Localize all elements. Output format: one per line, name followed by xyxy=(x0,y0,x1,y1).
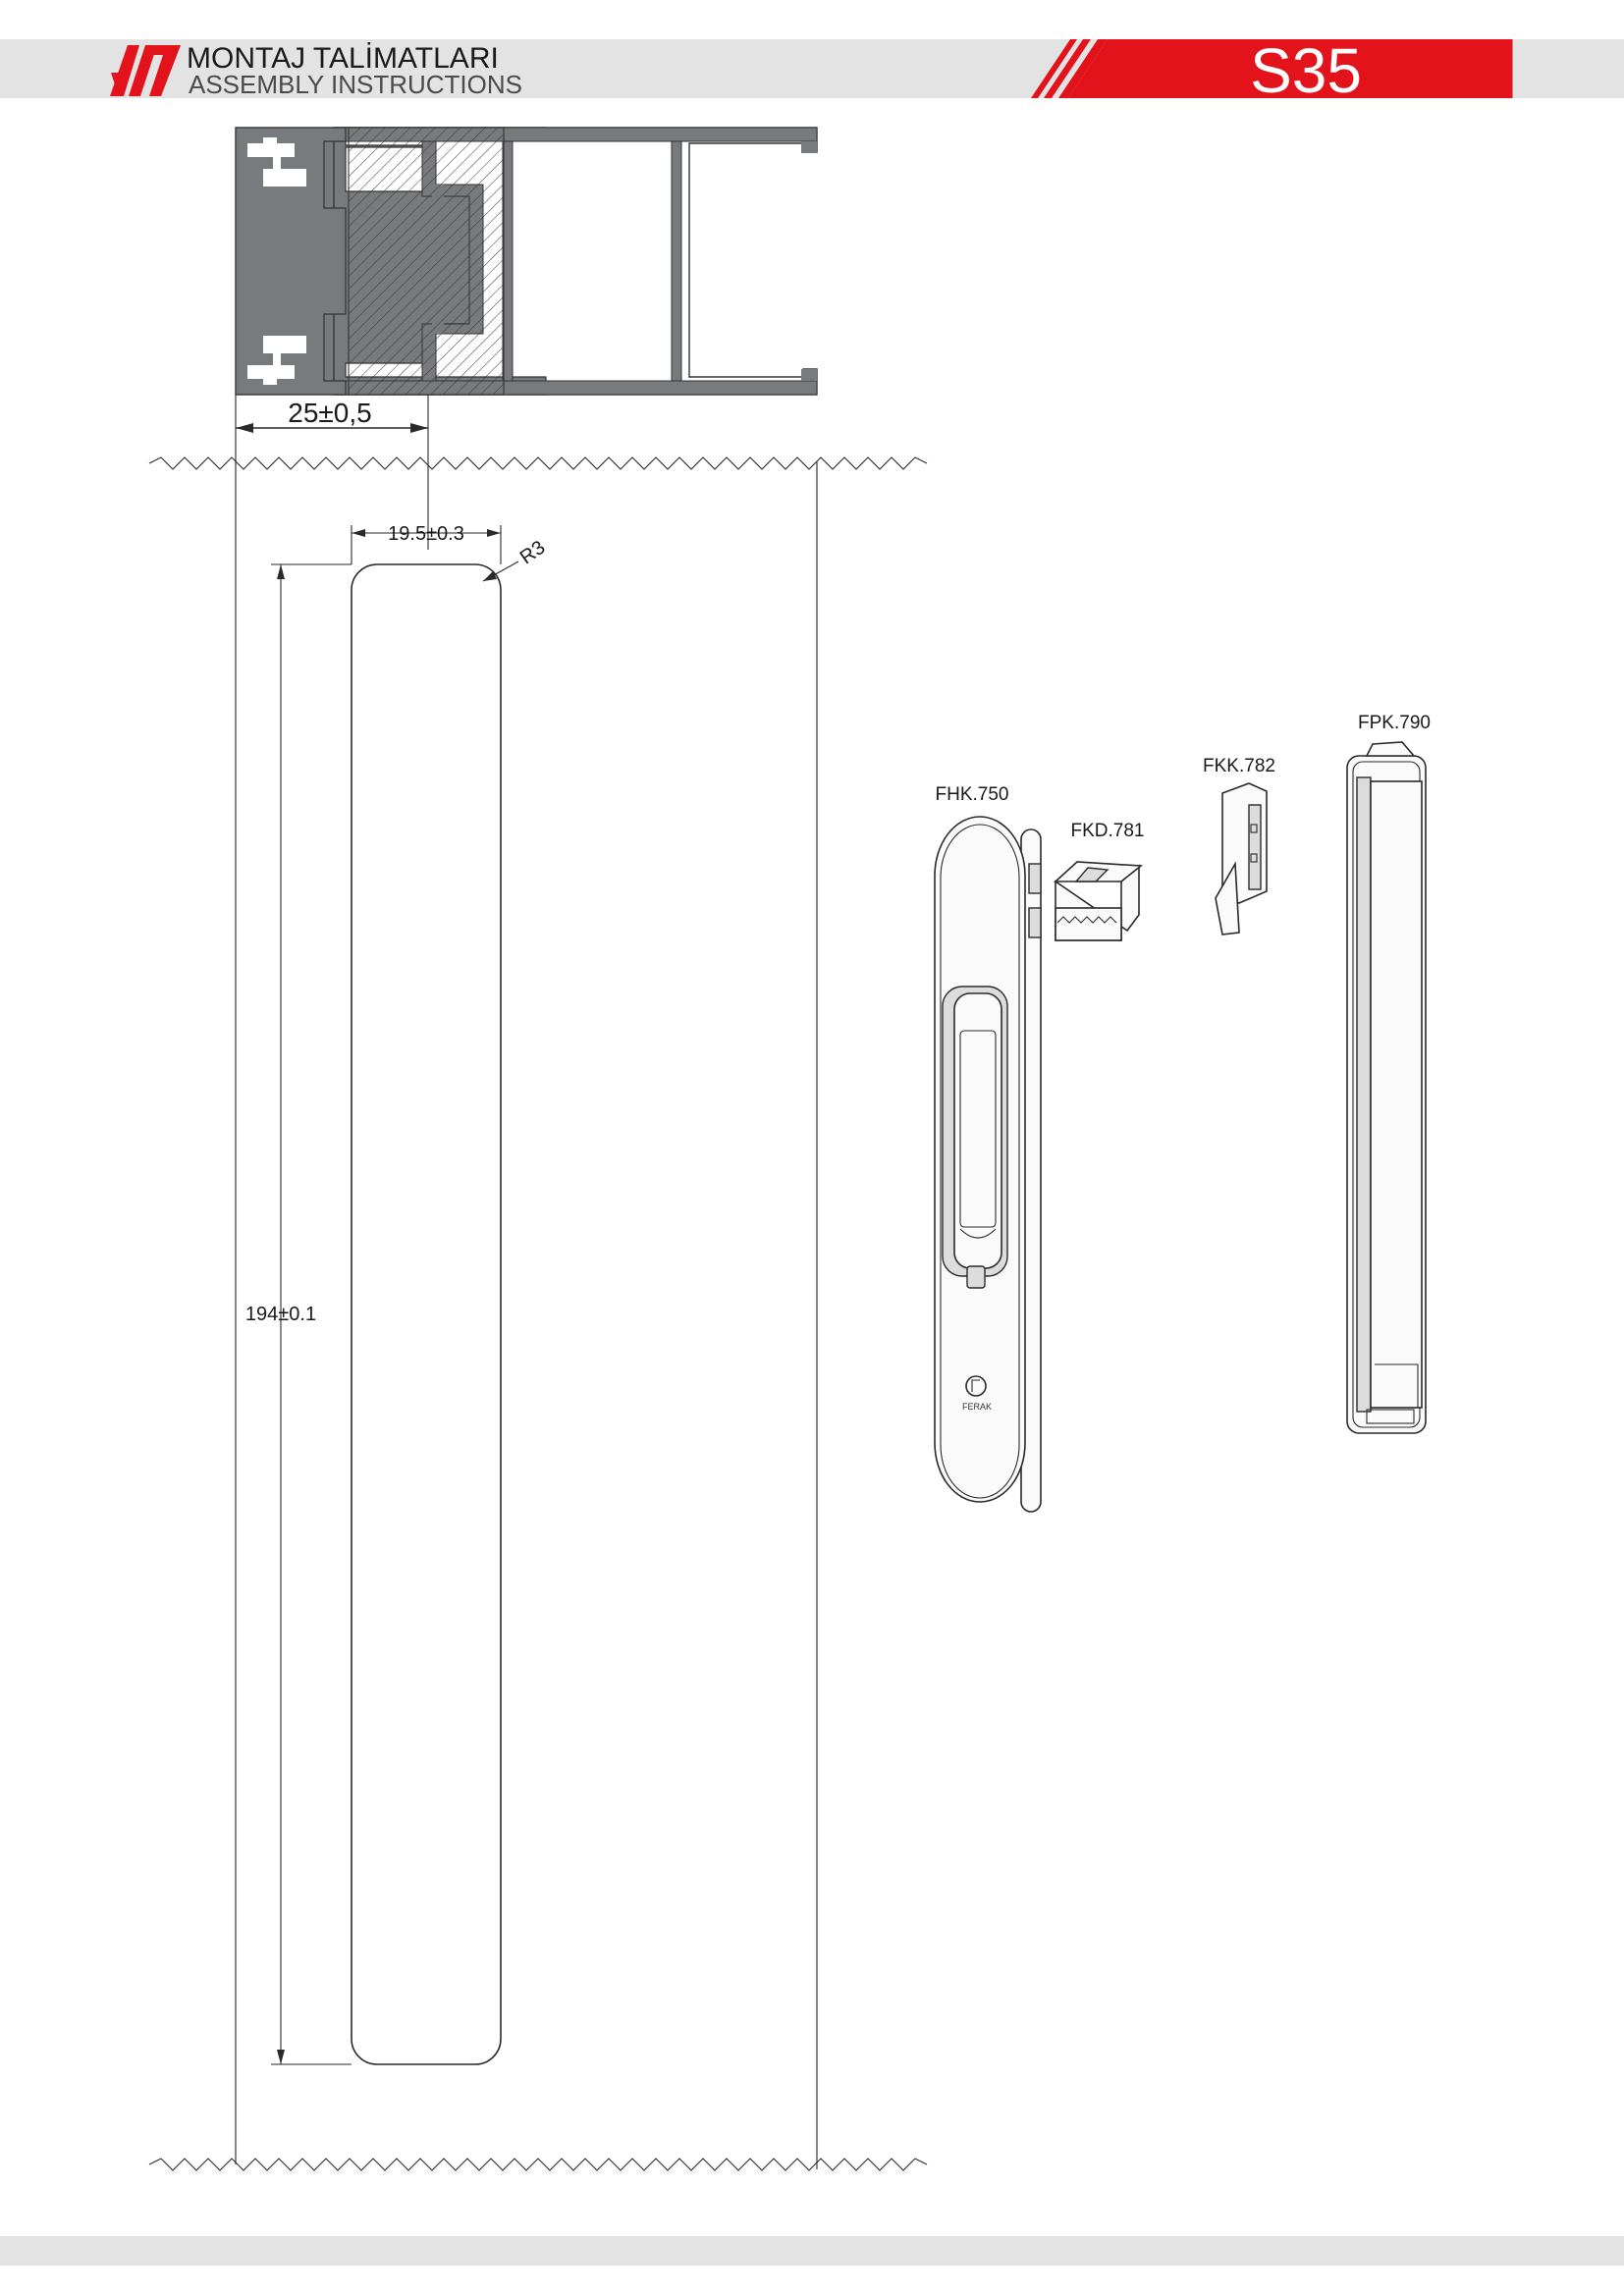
cutout-width-dimension xyxy=(351,525,502,564)
handle-brand-text: FERAK xyxy=(962,1402,992,1412)
cutout-length-dimension xyxy=(271,563,352,2065)
part-code-fkk782: FKK.782 xyxy=(1203,756,1275,776)
cover-plate-icon xyxy=(1346,741,1427,1434)
corner-radius-label: R3 xyxy=(516,537,550,569)
offset-dimension-label: 25±0,5 xyxy=(288,398,371,428)
cutout-length-label: 194±0.1 xyxy=(245,1304,316,1325)
footer-bar xyxy=(0,2236,1624,2266)
break-line-bottom xyxy=(148,2158,928,2171)
corner-radius-callout xyxy=(482,561,519,582)
sliding-handle-icon xyxy=(934,816,1042,1513)
latch-block-icon xyxy=(1053,861,1144,941)
break-line-top xyxy=(148,456,928,470)
profile-cross-section xyxy=(235,127,818,396)
header-bar xyxy=(0,39,1624,98)
series-code: S35 xyxy=(1250,35,1362,106)
part-code-fpk790: FPK.790 xyxy=(1358,713,1431,733)
header-title: MONTAJ TALİMATLARI xyxy=(187,42,499,75)
cutout-width-label: 19.5±0.3 xyxy=(388,523,464,545)
part-code-fkd781: FKD.781 xyxy=(1071,821,1145,841)
part-code-fhk750: FHK.750 xyxy=(936,784,1009,805)
handle-cutout-slot xyxy=(351,563,502,2065)
hook-lock-icon xyxy=(1215,782,1268,935)
header-subtitle: ASSEMBLY INSTRUCTIONS xyxy=(189,70,522,99)
company-logo-mark xyxy=(110,45,181,96)
offset-dimension xyxy=(235,395,429,2164)
